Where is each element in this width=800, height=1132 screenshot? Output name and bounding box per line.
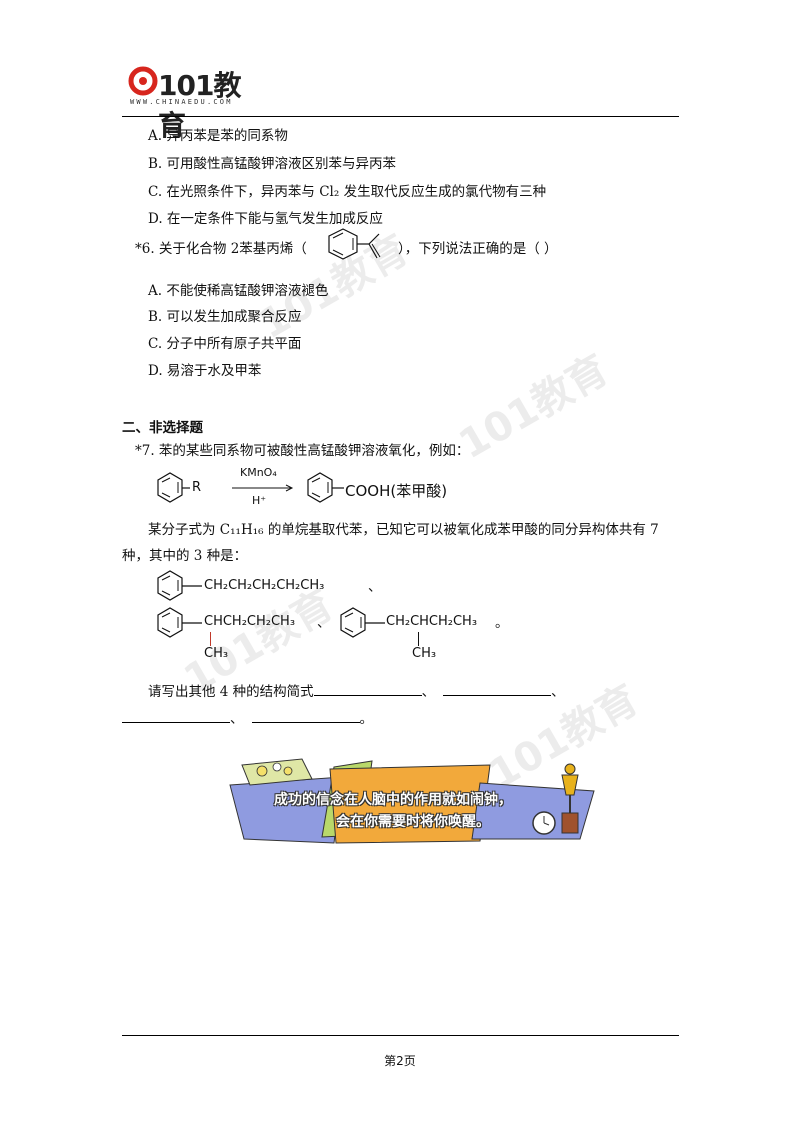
- page-number: 第2页: [384, 1054, 416, 1068]
- banner-quote-line-2: 会在你需要时将你唤醒。: [336, 814, 490, 830]
- isomer-3-bond: [418, 632, 419, 646]
- q6-option-c: C. 分子中所有原子共平面: [148, 336, 302, 352]
- answer-separator: 、: [230, 711, 244, 727]
- watermark: 101教育: [451, 346, 617, 469]
- answer-blank-3[interactable]: [122, 710, 230, 723]
- banner-illustration-icon: [229, 758, 595, 844]
- logo-url: WWW.CHINAEDU.COM: [130, 98, 233, 106]
- q5-option-d: D. 在一定条件下能与氢气发生加成反应: [148, 211, 383, 227]
- isomer-2-bond: [210, 632, 211, 646]
- q7-paragraph-2: 种，其中的 3 种是：: [122, 548, 248, 564]
- benzene-ring-icon: [157, 607, 202, 638]
- q7-stem: *7. 苯的某些同系物可被酸性高锰酸钾溶液氧化，例如：: [135, 443, 470, 459]
- logo: 101教育 WWW.CHINAEDU.COM: [128, 62, 258, 142]
- benzene-ring-icon: [157, 570, 202, 601]
- benzene-ring-icon: [340, 607, 385, 638]
- isomer-separator: 、: [317, 615, 331, 631]
- logo-text: 101教育: [158, 69, 241, 142]
- benzene-ring-icon: [157, 472, 190, 503]
- answer-separator: 、: [421, 684, 436, 700]
- answer-end-period: 。: [359, 711, 374, 727]
- q5-option-b: B. 可用酸性高锰酸钾溶液区别苯与异丙苯: [148, 156, 397, 172]
- isomer-2-main: CHCH₂CH₂CH₃: [204, 614, 296, 629]
- answer-prompt-line: 请写出其他 4 种的结构简式 、 、: [148, 683, 565, 701]
- isomer-3-branch: CH₃: [412, 646, 437, 661]
- answer-prompt: 请写出其他 4 种的结构简式: [148, 684, 314, 700]
- q5-option-c: C. 在光照条件下，异丙苯与 Cl₂ 发生取代反应生成的氯代物有三种: [148, 184, 547, 200]
- reaction-arrow-icon: [232, 484, 294, 492]
- q6-option-d: D. 易溶于水及甲苯: [148, 363, 262, 379]
- answer-blank-2[interactable]: [443, 683, 552, 696]
- answer-blank-4[interactable]: [251, 710, 360, 723]
- phenylpropene-structure-icon: [328, 228, 381, 260]
- logo-mark-icon: [128, 66, 158, 96]
- isomer-3-main: CH₂CHCH₂CH₃: [386, 614, 478, 629]
- reagent-top: KMnO₄: [240, 466, 277, 479]
- answer-line-2: 、。: [122, 710, 373, 728]
- q6-option-a: A. 不能使稀高锰酸钾溶液褪色: [148, 283, 329, 299]
- product-benzoic-acid: COOH(苯甲酸): [345, 482, 448, 500]
- isomer-separator: 、: [368, 579, 382, 595]
- q6-stem-after: ），下列说法正确的是（ ）: [398, 241, 558, 257]
- q6-option-b: B. 可以发生加成聚合反应: [148, 309, 302, 325]
- q7-paragraph-1: 某分子式为 C₁₁H₁₆ 的单烷基取代苯，已知它可以被氧化成苯甲酸的同分异构体共…: [148, 522, 659, 538]
- header-rule: [122, 116, 679, 117]
- reactant-r: R: [192, 480, 202, 495]
- answer-blank-1[interactable]: [313, 683, 422, 696]
- footer-rule: [122, 1035, 679, 1036]
- banner-quote-line-1: 成功的信念在人脑中的作用就如闹钟，: [274, 792, 512, 808]
- isomer-end-mark: 。: [495, 615, 509, 631]
- q5-option-a: A. 异丙苯是苯的同系物: [148, 128, 288, 144]
- answer-separator: 、: [551, 684, 565, 700]
- isomer-2-branch: CH₃: [204, 646, 229, 661]
- section-title: 二、非选择题: [122, 420, 203, 436]
- motivation-banner: 成功的信念在人脑中的作用就如闹钟， 会在你需要时将你唤醒。: [222, 755, 602, 845]
- isomer-1: CH₂CH₂CH₂CH₂CH₃: [204, 578, 325, 593]
- reagent-bottom: H⁺: [252, 494, 267, 507]
- q6-stem-before: *6. 关于化合物 2苯基丙烯（: [135, 241, 307, 257]
- benzene-ring-icon: [307, 472, 344, 503]
